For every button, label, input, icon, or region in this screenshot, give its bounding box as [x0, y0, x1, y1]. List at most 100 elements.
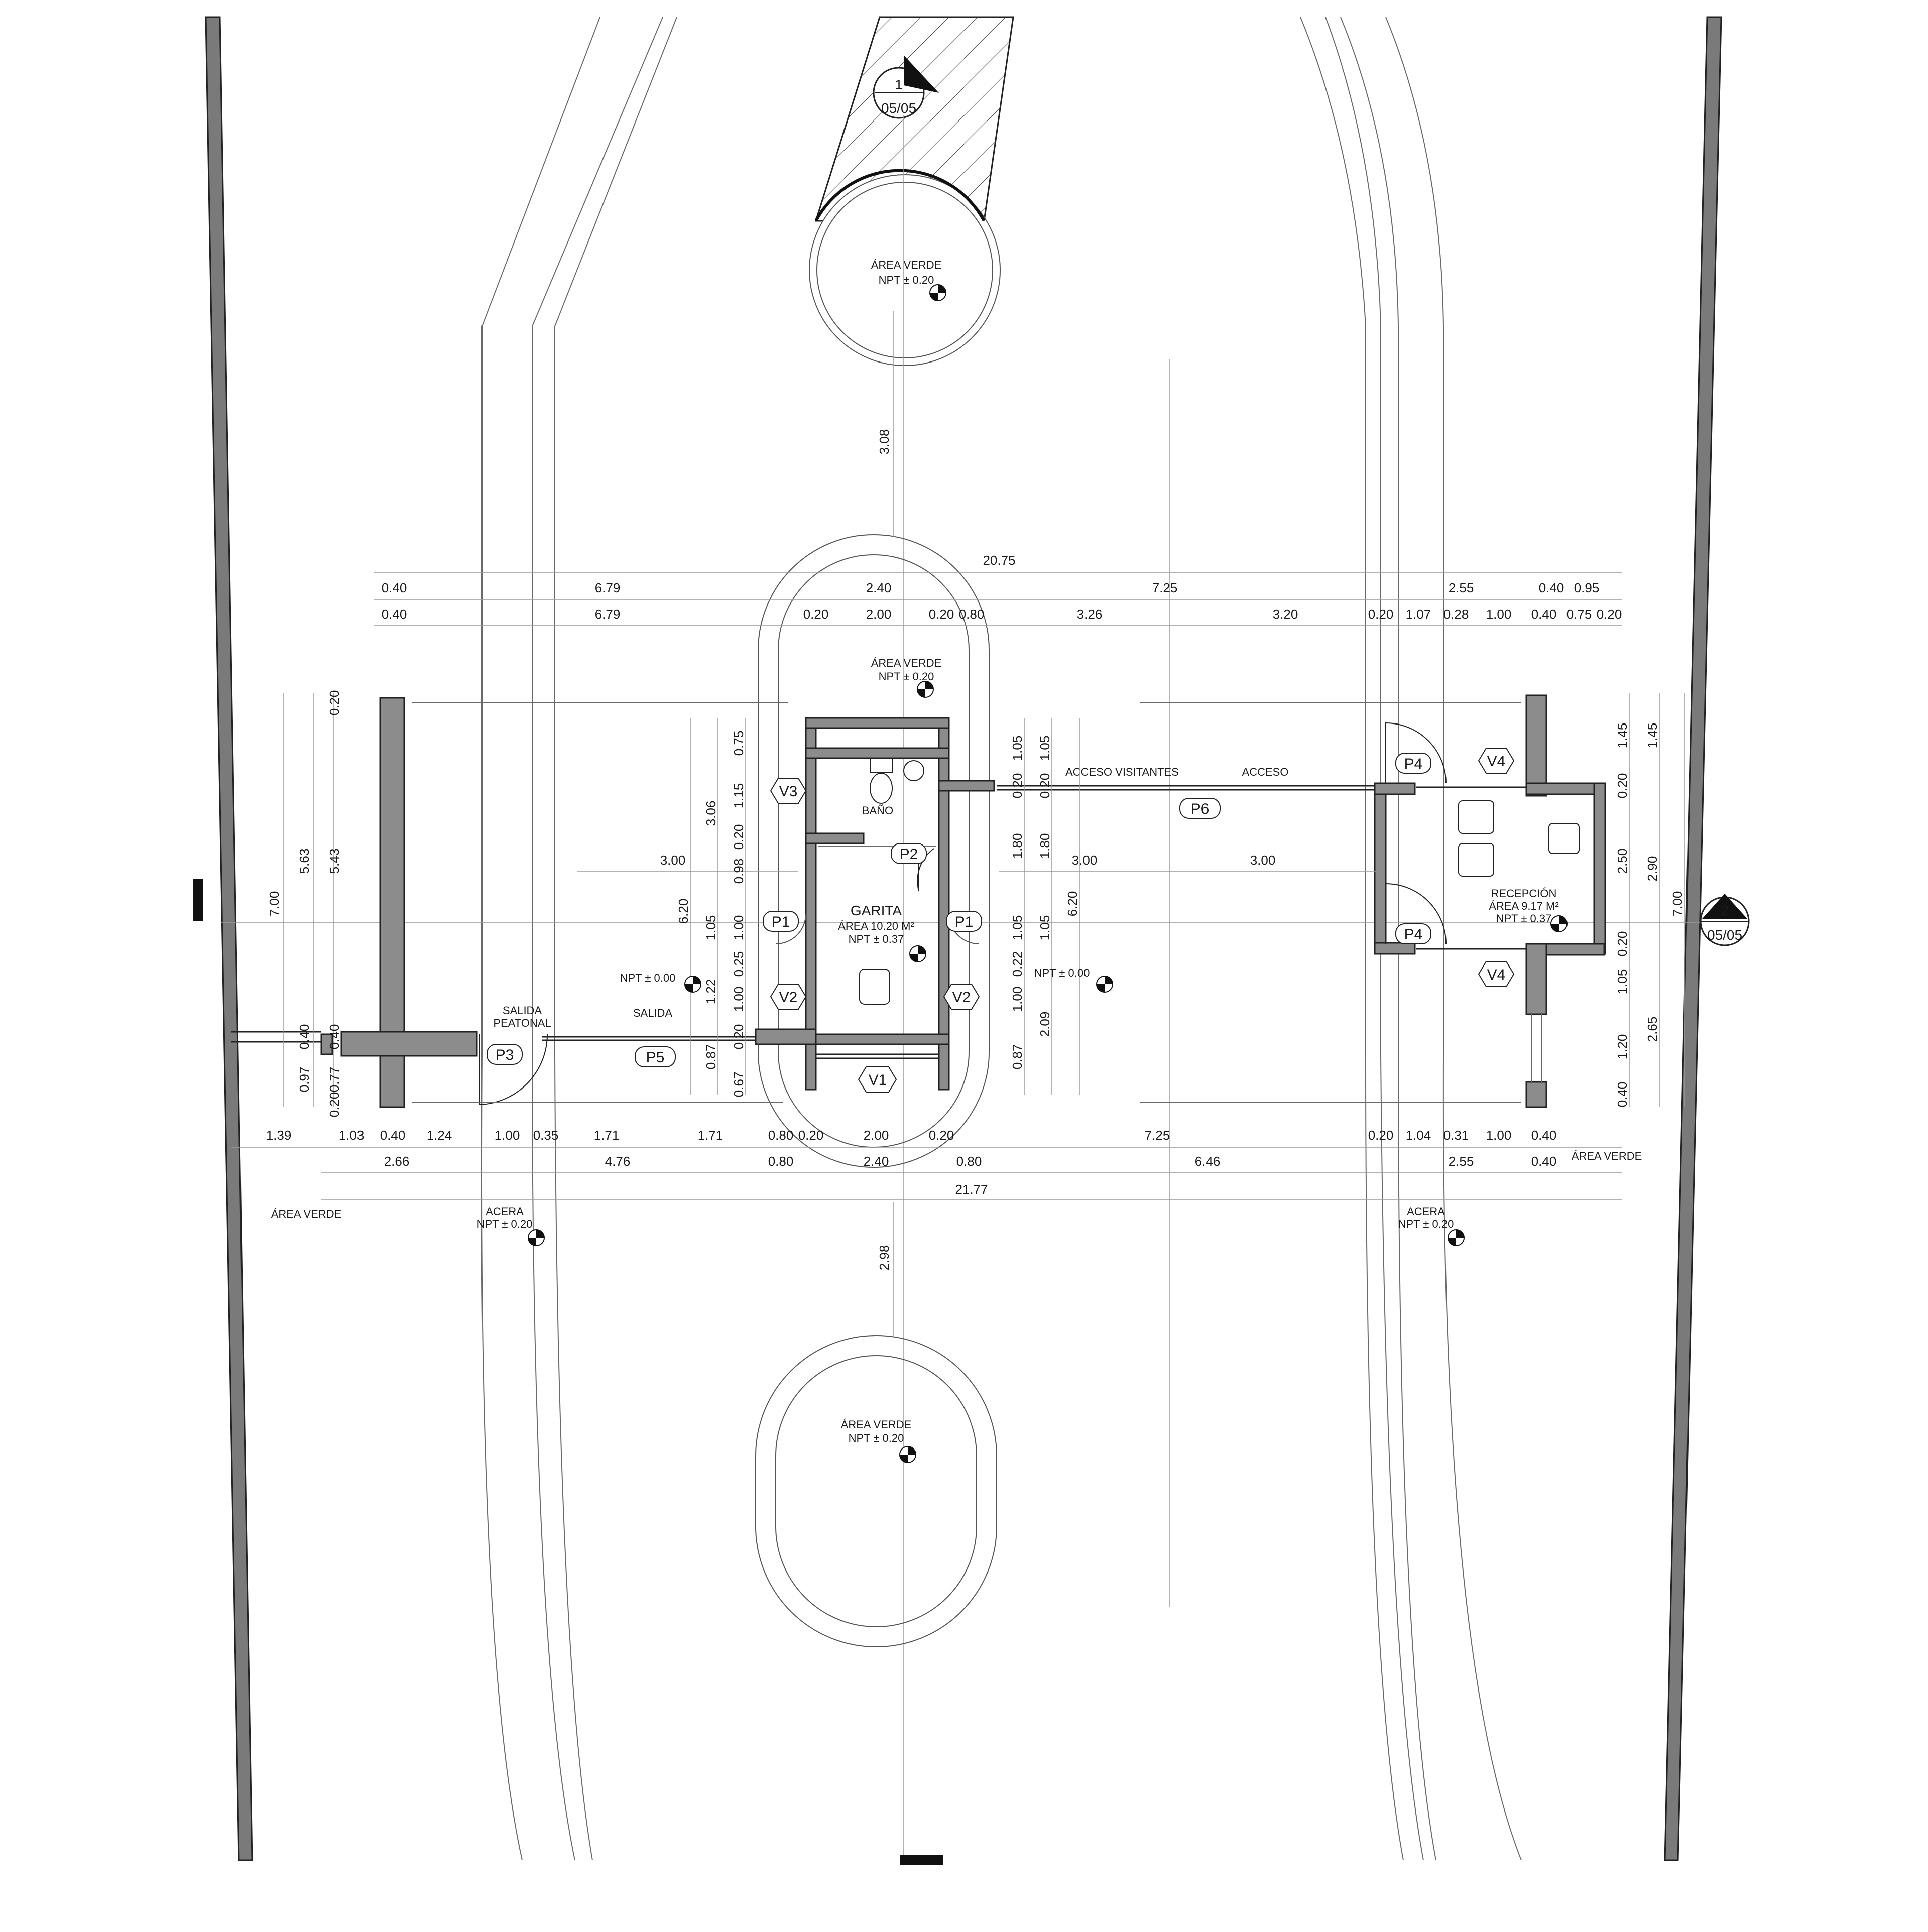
window-tag-v3: V3 — [779, 783, 798, 800]
dim-label: 1.00 — [1486, 1128, 1512, 1143]
dim-left: 7.00 5.63 5.43 0.20 0.97 0.40 0.40 0.77 … — [267, 690, 342, 1118]
window-tag-v4: V4 — [1487, 753, 1506, 770]
dim-label: 5.63 — [297, 849, 312, 874]
dim-label: 1.22 — [703, 979, 718, 1005]
dim-label: 0.20 — [327, 690, 342, 716]
dim-label: 1.05 — [1037, 736, 1052, 761]
door-tag-p1: P1 — [955, 914, 974, 930]
dim-label: 1.05 — [1037, 915, 1052, 941]
dim-label: 1.80 — [1037, 833, 1052, 859]
acera-label: ACERA — [1407, 1205, 1445, 1218]
door-tag-p4: P4 — [1404, 756, 1423, 772]
dim-label: 0.35 — [533, 1128, 559, 1143]
door-tag-p3: P3 — [496, 1047, 514, 1063]
dim-label: 1.24 — [427, 1128, 452, 1143]
dim-label: 1.05 — [1010, 736, 1025, 761]
dim-label: 1.00 — [731, 987, 746, 1012]
dim-label: 1.45 — [1645, 723, 1660, 749]
acera-label: ACERA — [486, 1205, 524, 1218]
dim-label: 3.08 — [877, 429, 892, 455]
dim-label: 0.40 — [1531, 1154, 1557, 1169]
dim-label: 0.80 — [768, 1154, 794, 1169]
recepcion-area-label: ÁREA 9.17 M² — [1489, 900, 1558, 912]
dim-label: 7.00 — [267, 891, 282, 917]
dim-label: 0.40 — [1615, 1082, 1630, 1108]
npt-label: NPT ± 0.20 — [477, 1218, 533, 1230]
dim-total-bottom: 21.77 — [955, 1182, 988, 1197]
npt-label: NPT ± 0.20 — [1398, 1218, 1454, 1230]
dim-label: 1.00 — [1486, 607, 1512, 622]
dim-label: 2.55 — [1449, 580, 1474, 595]
recepcion-building: RECEPCIÓN ÁREA 9.17 M² NPT ± 0.37 — [1374, 694, 1606, 1108]
dim-label: 0.75 — [1566, 607, 1592, 622]
section-marker-2-sheet: 05/05 — [1707, 927, 1742, 943]
dim-label: 0.20 — [798, 1128, 824, 1143]
npt-000-markers: NPT ± 0.00 NPT ± 0.00 — [620, 967, 1113, 993]
window-tag-v1: V1 — [869, 1072, 887, 1089]
npt-label: NPT ± 0.00 — [1034, 967, 1090, 979]
dim-label: 2.98 — [877, 1245, 892, 1271]
top-island-label: ÁREA VERDE NPT ± 0.20 — [871, 259, 946, 301]
section-marker-1-sheet: 05/05 — [881, 100, 916, 116]
acceso-label: ACCESO — [1242, 766, 1289, 778]
dim-label: 0.20 — [1597, 607, 1622, 622]
dim-label: 0.67 — [731, 1072, 746, 1098]
dim-label: 0.40 — [1539, 580, 1564, 595]
acceso-visitantes-label: ACCESO VISITANTES — [1065, 766, 1179, 778]
dim-label: 1.00 — [1010, 987, 1025, 1012]
dim-label: 0.20 — [1037, 773, 1052, 799]
dim-label: 7.25 — [1145, 1128, 1170, 1143]
area-verde-label: ÁREA VERDE — [271, 1207, 342, 1220]
npt-label: NPT ± 0.20 — [849, 1432, 904, 1444]
section-marker-1-number: 1 — [895, 77, 903, 92]
dim-label: 3.06 — [703, 801, 718, 826]
section-marker-1: 1 05/05 — [873, 55, 939, 119]
area-verde-label: ÁREA VERDE — [1572, 1150, 1642, 1162]
dim-label: 1.07 — [1406, 607, 1431, 622]
dim-label: 0.20 — [327, 1092, 342, 1118]
door-tag-p2: P2 — [900, 846, 918, 863]
dim-label: 2.09 — [1037, 1012, 1052, 1037]
dim-label: 0.77 — [327, 1067, 342, 1093]
dim-label: 0.87 — [703, 1044, 718, 1070]
dim-label: 0.80 — [768, 1128, 794, 1143]
bottom-island: ÁREA VERDE NPT ± 0.20 — [755, 1335, 997, 1647]
site-boundary — [205, 16, 1722, 1861]
area-verde-label: ÁREA VERDE — [871, 657, 942, 669]
dim-label: 0.20 — [731, 824, 746, 850]
dim-label: 1.71 — [698, 1128, 724, 1143]
dim-total-top: 20.75 — [983, 553, 1015, 568]
dim-label: 0.20 — [929, 1128, 954, 1143]
dim-label: 0.25 — [731, 951, 746, 977]
dim-label: 0.20 — [731, 1024, 746, 1050]
top-island — [809, 16, 1014, 366]
recepcion-label: RECEPCIÓN — [1491, 887, 1557, 900]
window-tag-v2: V2 — [952, 989, 971, 1006]
window-tag-v4: V4 — [1487, 967, 1506, 983]
dim-label: 0.80 — [959, 607, 985, 622]
bottom-labels: ÁREA VERDE ÁREA VERDE ACERA NPT ± 0.20 A… — [271, 1150, 1642, 1246]
dim-label: 1.05 — [1615, 969, 1630, 995]
area-verde-label: ÁREA VERDE — [841, 1418, 912, 1431]
dim-label: 6.20 — [676, 899, 691, 924]
dim-label: 1.05 — [703, 915, 718, 941]
door-tags: P1 P1 P2 P3 P4 P4 P5 P6 — [487, 753, 1431, 1067]
section-marker-2: 2 05/05 — [1700, 894, 1750, 946]
dim-label: 2.00 — [864, 1128, 889, 1143]
dim-label: 0.20 — [929, 607, 954, 622]
dim-label: 3.00 — [1250, 853, 1276, 868]
salida-peatonal-label: PEATONAL — [493, 1017, 551, 1029]
dim-garita: 3.00 3.00 3.00 6.20 3.06 0.75 1.15 0.20 … — [577, 718, 1376, 1097]
dim-label: 0.80 — [956, 1154, 982, 1169]
dim-label: 0.40 — [1531, 607, 1557, 622]
dim-label: 0.31 — [1443, 1128, 1469, 1143]
dim-label: 0.75 — [731, 731, 746, 756]
dim-vertical-top: 3.08 2.98 — [877, 311, 894, 1336]
dim-label: 3.20 — [1273, 607, 1298, 622]
dim-label: 2.65 — [1645, 1017, 1660, 1042]
dim-label: 7.25 — [1152, 580, 1178, 595]
dim-label: 2.66 — [384, 1154, 410, 1169]
npt-label: NPT ± 0.37 — [849, 933, 904, 945]
dim-label: 2.40 — [864, 1154, 889, 1169]
